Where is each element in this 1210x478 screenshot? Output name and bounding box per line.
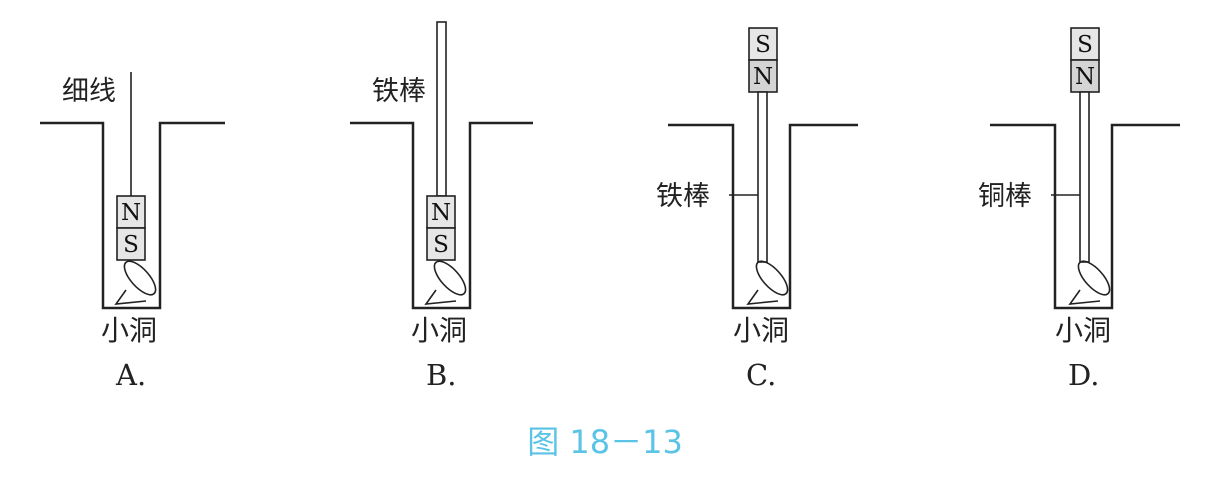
- hole-label: 小洞: [1055, 314, 1111, 347]
- magnet-top-box: [116, 195, 146, 229]
- magnet-top-pole: S: [755, 32, 771, 58]
- magnet-bottom-pole: N: [1075, 64, 1095, 90]
- option-letter: B.: [426, 358, 457, 392]
- copper-rod: [1079, 91, 1090, 263]
- magnet-bottom-box: [748, 59, 778, 93]
- magnet-top-pole: N: [121, 200, 141, 226]
- hole-label: 小洞: [101, 314, 157, 347]
- pin-object: [424, 260, 467, 305]
- hole-label: 小洞: [733, 314, 789, 347]
- pin-object: [114, 260, 157, 305]
- magnet-bottom-pole: S: [123, 232, 139, 258]
- magnet-bottom-box: [426, 227, 456, 261]
- figure-caption: 图 18－13: [527, 423, 683, 461]
- iron-rod: [436, 21, 447, 197]
- rod-label: 铜棒: [978, 181, 1032, 212]
- hole-outline: [990, 123, 1180, 310]
- magnet-top-pole: N: [431, 200, 451, 226]
- option-letter: D.: [1068, 358, 1099, 392]
- magnet-bottom-box: [116, 227, 146, 261]
- pin-object: [1068, 260, 1111, 305]
- magnet-top-box: [426, 195, 456, 229]
- panel-d: S N 铜棒 小洞 D.: [978, 27, 1180, 392]
- rod-label: 铁棒: [372, 76, 426, 107]
- panel-b: 铁棒 N S 小洞 B.: [350, 21, 533, 392]
- hole-outline: [668, 123, 858, 310]
- hole-label: 小洞: [411, 314, 467, 347]
- panel-a: 细线 N S 小洞 A.: [40, 72, 225, 392]
- rod-label: 铁棒: [656, 181, 710, 212]
- magnet-bottom-pole: N: [753, 64, 773, 90]
- hole-outline: [40, 121, 225, 310]
- pin-object: [746, 260, 789, 305]
- magnet-top-box: [1070, 27, 1100, 61]
- hole-outline: [350, 121, 533, 310]
- option-letter: A.: [115, 358, 146, 392]
- panel-c: S N 铁棒 小洞 C.: [656, 27, 858, 392]
- magnet-bottom-box: [1070, 59, 1100, 93]
- thread-label: 细线: [62, 76, 116, 107]
- magnet-top-pole: S: [1077, 32, 1093, 58]
- magnet-bottom-pole: S: [433, 232, 449, 258]
- iron-rod: [757, 91, 768, 263]
- option-letter: C.: [746, 358, 776, 392]
- magnet-top-box: [748, 27, 778, 61]
